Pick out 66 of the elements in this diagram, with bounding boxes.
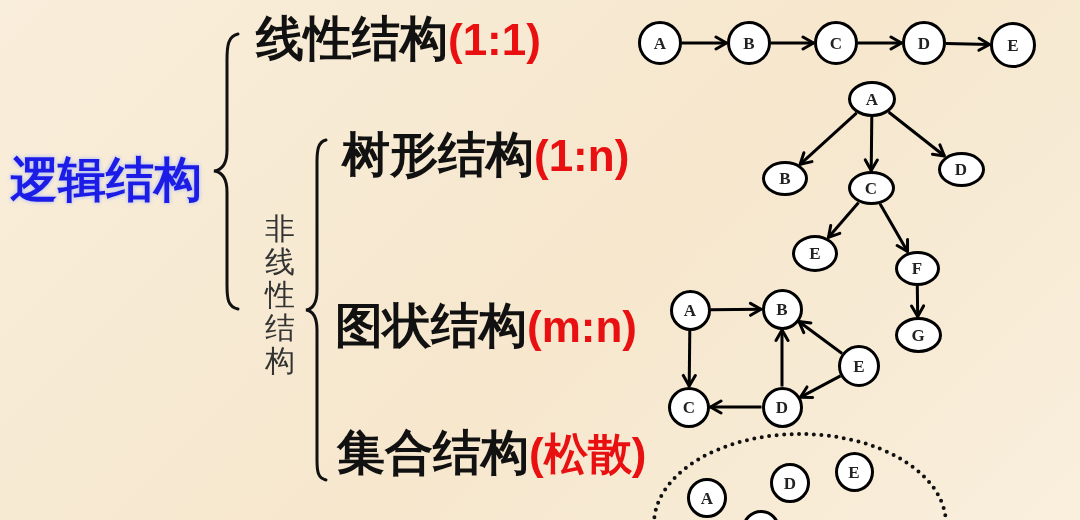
node-label: B: [743, 34, 755, 52]
relation-label: (1:n): [534, 132, 630, 181]
relation-label: (1:1): [448, 16, 541, 65]
node-label: C: [864, 179, 878, 197]
vertical-label: 非线性结构: [265, 212, 295, 377]
node-label: A: [865, 90, 879, 108]
node-label: D: [775, 398, 789, 416]
circle-node: [834, 452, 874, 492]
circle-node: [770, 463, 810, 503]
circle-node: [847, 171, 895, 205]
arrow: [858, 35, 903, 51]
arrow: [945, 36, 991, 52]
arrow: [710, 301, 763, 317]
circle-node: [838, 345, 880, 387]
node-label: C: [682, 398, 696, 416]
category-label: 集合结构: [337, 426, 529, 479]
circle-node: [894, 317, 942, 353]
arrow: [774, 328, 790, 387]
circle-node: [937, 151, 985, 187]
arrow: [910, 285, 926, 318]
circle-node: [814, 21, 858, 65]
category-label: 树形结构: [342, 128, 534, 181]
node-label: D: [917, 34, 931, 52]
node-label: A: [683, 301, 697, 319]
heading: 逻辑结构: [10, 153, 202, 206]
circle-node: [848, 81, 896, 117]
node-label: G: [911, 326, 925, 344]
node-label: A: [700, 489, 714, 507]
node-label: E: [853, 357, 865, 375]
category-label: 线性结构: [256, 12, 448, 65]
node-label: E: [1007, 36, 1019, 54]
circle-node: [761, 288, 803, 330]
arrow: [681, 330, 697, 388]
circle-node: [668, 386, 710, 428]
node-label: D: [783, 474, 797, 492]
arrow: [798, 111, 858, 166]
node-label: D: [954, 160, 968, 178]
node-label: E: [809, 244, 821, 262]
node-label: C: [829, 34, 843, 52]
node-label: E: [848, 463, 860, 481]
node-label: B: [779, 169, 791, 187]
node-label: A: [653, 34, 667, 52]
circle-node: [792, 234, 838, 272]
relation-label: (m:n): [527, 303, 637, 352]
arrow: [797, 320, 843, 355]
circle-node: [762, 160, 808, 196]
circle-node: [761, 386, 803, 428]
circle-node: [727, 21, 771, 65]
arrow: [878, 202, 910, 254]
arrow: [771, 35, 815, 51]
circle-node: [669, 289, 711, 331]
arrow: [826, 201, 860, 239]
node-label: F: [911, 259, 923, 277]
node-label: B: [776, 300, 788, 318]
circle-node: [902, 21, 946, 65]
circle-node: [638, 21, 682, 65]
category-label: 图状结构: [335, 299, 527, 352]
arrow: [887, 110, 946, 158]
circle-node: [687, 478, 727, 518]
arrow: [682, 35, 728, 51]
arrow: [863, 117, 879, 172]
circle-node: [990, 22, 1036, 68]
circle-node: [894, 250, 940, 286]
relation-label: (松散): [529, 430, 647, 479]
arrow: [709, 399, 762, 415]
arrow: [799, 374, 842, 400]
